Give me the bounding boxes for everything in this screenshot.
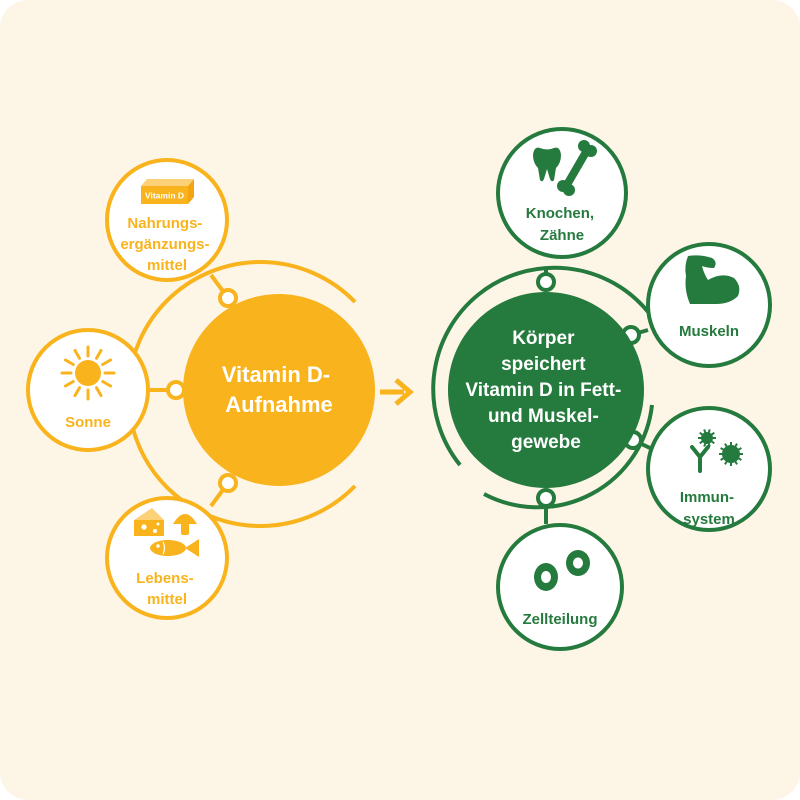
source-label-line: Nahrungs- bbox=[127, 215, 202, 232]
storage-center-line: Vitamin D in Fett- bbox=[465, 380, 621, 401]
flexed-arm-icon bbox=[685, 255, 740, 304]
node-supplement bbox=[218, 288, 238, 308]
storage-center-circle bbox=[448, 292, 644, 488]
function-label-line: Immun- bbox=[680, 489, 734, 506]
food-icon bbox=[134, 508, 199, 557]
source-sun: Sonne bbox=[26, 328, 150, 452]
node-cell-division bbox=[536, 488, 556, 508]
storage-center-line: gewebe bbox=[511, 432, 581, 453]
storage-orbit-arc-top bbox=[431, 265, 651, 467]
intake-center-label: Vitamin D- Aufnahme bbox=[222, 362, 337, 417]
supplement-box-icon: Vitamin D bbox=[141, 179, 194, 204]
sun-ray bbox=[73, 386, 81, 398]
virus-spike bbox=[734, 460, 738, 465]
function-circle bbox=[646, 242, 772, 368]
virus-spike bbox=[720, 457, 725, 461]
virus-spike bbox=[734, 443, 738, 448]
source-label-line: mittel bbox=[147, 591, 187, 608]
function-circle bbox=[496, 127, 628, 259]
intake-group: Vitamin D- Aufnahme Vitamin D Nahrungs- … bbox=[26, 158, 375, 620]
function-circle bbox=[646, 406, 772, 532]
immune-cells-icon bbox=[690, 429, 743, 473]
virus-spike bbox=[710, 440, 715, 445]
sun-ray bbox=[101, 380, 113, 388]
function-label-line: Zähne bbox=[540, 227, 584, 244]
virus-spike bbox=[737, 457, 742, 461]
storage-center-line: und Muskel- bbox=[488, 406, 599, 427]
source-supplements: Vitamin D Nahrungs- ergänzungs- mittel bbox=[105, 158, 229, 282]
source-circle bbox=[105, 158, 229, 282]
function-label: Zellteilung bbox=[523, 611, 598, 628]
intake-center-line: Vitamin D- bbox=[222, 362, 330, 387]
virus-spike bbox=[699, 440, 704, 445]
source-label: Nahrungs- ergänzungs- mittel bbox=[120, 215, 213, 274]
sun-icon bbox=[60, 345, 116, 401]
virus-body bbox=[722, 445, 740, 463]
function-label: Muskeln bbox=[679, 323, 739, 340]
virus-spike bbox=[699, 431, 704, 436]
function-cell-division: Zellteilung bbox=[496, 523, 624, 651]
virus-spike bbox=[703, 442, 707, 447]
sun-ray bbox=[63, 380, 75, 388]
source-label: Sonne bbox=[65, 414, 111, 431]
function-circle bbox=[496, 523, 624, 651]
node-bones bbox=[536, 272, 556, 292]
source-label-line: Lebens- bbox=[136, 570, 194, 587]
sun-ray bbox=[95, 348, 103, 360]
source-label-line: mittel bbox=[147, 257, 187, 274]
intake-center-line: Aufnahme bbox=[225, 392, 333, 417]
virus-body bbox=[701, 432, 713, 444]
function-label: Knochen, Zähne bbox=[526, 205, 599, 244]
sun-ray bbox=[101, 358, 113, 366]
storage-center-label: Körper speichert Vitamin D in Fett- und … bbox=[465, 328, 626, 453]
supplement-box-text: Vitamin D bbox=[145, 191, 184, 201]
node-food bbox=[218, 473, 238, 493]
sun-ray bbox=[95, 386, 103, 398]
function-label-line: system bbox=[683, 511, 735, 528]
storage-center-line: Körper bbox=[512, 328, 575, 349]
function-label: Immun- system bbox=[680, 489, 738, 528]
function-muscles: Muskeln bbox=[646, 242, 772, 368]
sun-ray bbox=[63, 358, 75, 366]
intake-center-circle bbox=[183, 294, 375, 486]
virus-spike bbox=[724, 443, 728, 448]
virus-spike bbox=[724, 460, 728, 465]
sun-ray bbox=[73, 348, 81, 360]
arrow-right-icon bbox=[380, 378, 414, 406]
source-label: Lebens- mittel bbox=[136, 570, 198, 608]
virus-spike bbox=[703, 429, 707, 434]
function-bones-teeth: Knochen, Zähne bbox=[496, 127, 628, 259]
virus-spike bbox=[720, 447, 725, 451]
virus-spike bbox=[710, 431, 715, 436]
source-label-line: ergänzungs- bbox=[120, 236, 209, 253]
virus-spike bbox=[707, 429, 711, 434]
source-food: Lebens- mittel bbox=[105, 496, 229, 620]
function-label-line: Knochen, bbox=[526, 205, 594, 222]
cell-division-icon bbox=[534, 550, 590, 591]
node-sun bbox=[166, 380, 186, 400]
virus-spike bbox=[737, 447, 742, 451]
storage-center-line: speichert bbox=[501, 354, 586, 375]
storage-orbit-arc-bottom bbox=[483, 404, 654, 510]
storage-group: Körper speichert Vitamin D in Fett- und … bbox=[431, 127, 772, 651]
function-immune-system: Immun- system bbox=[646, 406, 772, 532]
bone-tooth-icon bbox=[533, 140, 597, 196]
